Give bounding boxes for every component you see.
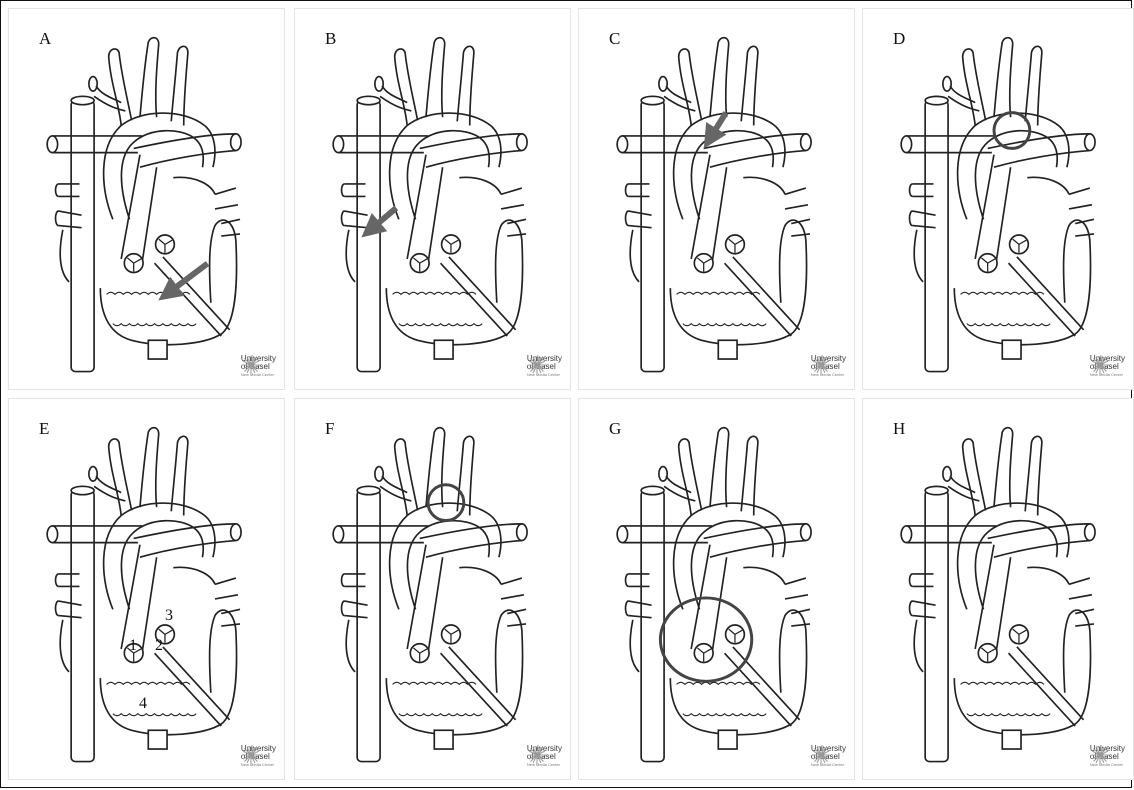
heart-diagram-e xyxy=(9,399,284,779)
heart-diagram-g xyxy=(579,399,854,779)
label-4: 4 xyxy=(139,695,147,713)
heart-diagram-c xyxy=(579,9,854,389)
logo-star-icon xyxy=(811,355,831,375)
heart-diagram-a xyxy=(9,9,284,389)
heart-diagram-b xyxy=(295,9,570,389)
logo-star-icon xyxy=(527,355,547,375)
panel-label: F xyxy=(325,419,334,439)
label-1: 1 xyxy=(129,637,137,655)
panel-label: C xyxy=(609,29,620,49)
logo-star-icon xyxy=(811,745,831,765)
heart-diagram-f xyxy=(295,399,570,779)
label-3: 3 xyxy=(165,607,173,625)
logo-star-icon xyxy=(241,355,261,375)
panel-label: E xyxy=(39,419,49,439)
panel-label: A xyxy=(39,29,51,49)
panel-label: H xyxy=(893,419,905,439)
logo-star-icon xyxy=(241,745,261,765)
panel-label: B xyxy=(325,29,336,49)
logo-star-icon xyxy=(1090,745,1110,765)
logo-star-icon xyxy=(1090,355,1110,375)
heart-diagram-h xyxy=(863,399,1133,779)
panel-label: D xyxy=(893,29,905,49)
label-2: 2 xyxy=(155,637,163,655)
panel-label: G xyxy=(609,419,621,439)
heart-diagram-d xyxy=(863,9,1133,389)
logo-star-icon xyxy=(527,745,547,765)
